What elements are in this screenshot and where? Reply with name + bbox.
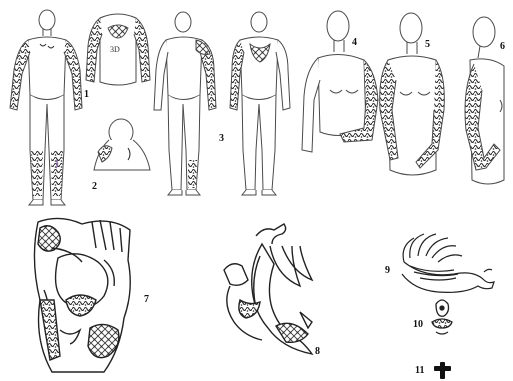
figure-label-2: 2 <box>92 182 97 192</box>
svg-text:3D: 3D <box>110 45 120 54</box>
figure-label-6: 6 <box>500 42 505 52</box>
figure-1-body-front <box>10 10 82 205</box>
figure-label-9: 9 <box>385 266 390 276</box>
figure-label-8: 8 <box>315 347 320 357</box>
figure-8-griffin-motif <box>224 224 312 354</box>
figure-4-upper-body <box>302 11 378 152</box>
figure-3-back-view <box>230 12 290 195</box>
figure-3-front-view <box>154 12 216 195</box>
figure-7-animal-motif <box>34 218 130 372</box>
figure-10-small-motif <box>432 300 452 334</box>
figure-label-10: 10 <box>413 320 423 330</box>
figure-label-4: 4 <box>352 38 357 48</box>
figure-1-torso-arms: 3D <box>86 14 150 85</box>
figure-label-1: 1 <box>84 90 89 100</box>
figure-label-5: 5 <box>425 40 430 50</box>
figure-label-3: 3 <box>219 134 224 144</box>
figure-9-bird-motif <box>402 234 494 292</box>
figure-5-upper-body <box>380 13 445 175</box>
figure-label-7: 7 <box>144 295 149 305</box>
figure-2-shoulder-detail <box>94 119 150 170</box>
figure-11-cross-motif <box>434 362 451 379</box>
figure-6-profile-body <box>465 17 504 184</box>
figure-label-11: 11 <box>415 366 424 376</box>
